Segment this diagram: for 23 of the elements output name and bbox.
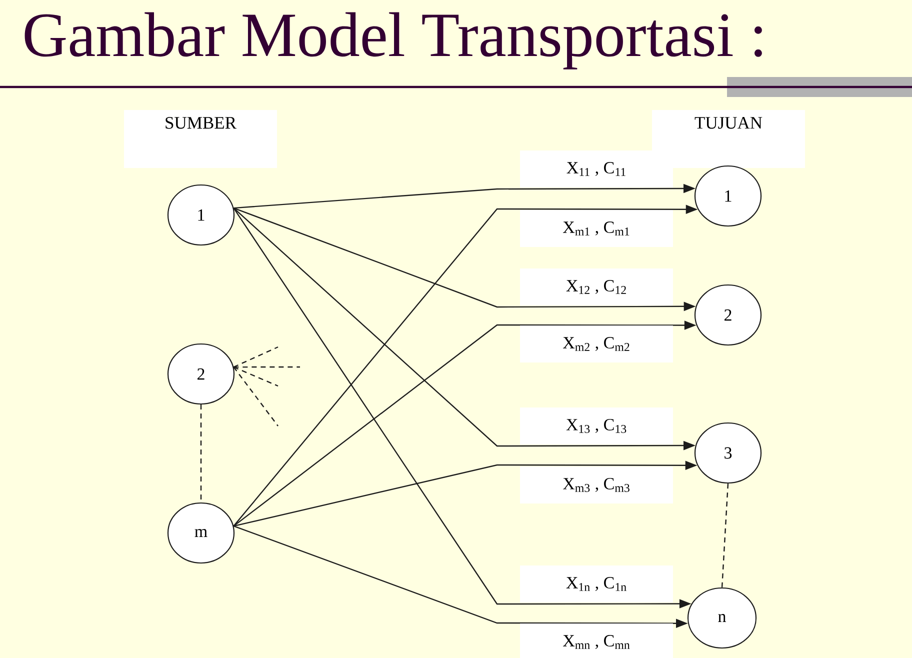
header-box: SUMBER [124,110,277,168]
dashed-line [233,366,278,387]
edge-label: X$_{1n}$ , C$_{1n}$ [520,566,673,602]
circle-node: 2 [167,343,235,405]
edge-label: X$_{12}$ , C$_{12}$ [520,268,673,306]
circle-node: 1 [694,165,762,227]
edge-label: X$_{13}$ , C$_{13}$ [520,408,673,444]
circle-node: m [167,502,235,564]
edge-label: X$_{mn}$ , C$_{mn}$ [520,624,673,658]
edge-label: X$_{m1}$ , C$_{m1}$ [520,210,673,247]
edge-label: X$_{11}$ , C$_{11}$ [520,150,673,188]
circle-node: 1 [167,184,235,246]
title: Gambar Model Transportasi : [24,12,762,70]
dashed-line [233,366,278,426]
edge-label: X$_{m3}$ , C$_{m3}$ [520,466,673,504]
dashed-line [200,404,202,502]
circle-node: 3 [694,422,762,484]
circle-node: 2 [694,284,762,346]
dashed-line [234,366,300,368]
dashed-line [721,484,729,588]
dashed-line [233,346,278,368]
circle-node: n [687,587,757,649]
edge-label: X$_{m2}$ , C$_{m2}$ [520,326,673,362]
